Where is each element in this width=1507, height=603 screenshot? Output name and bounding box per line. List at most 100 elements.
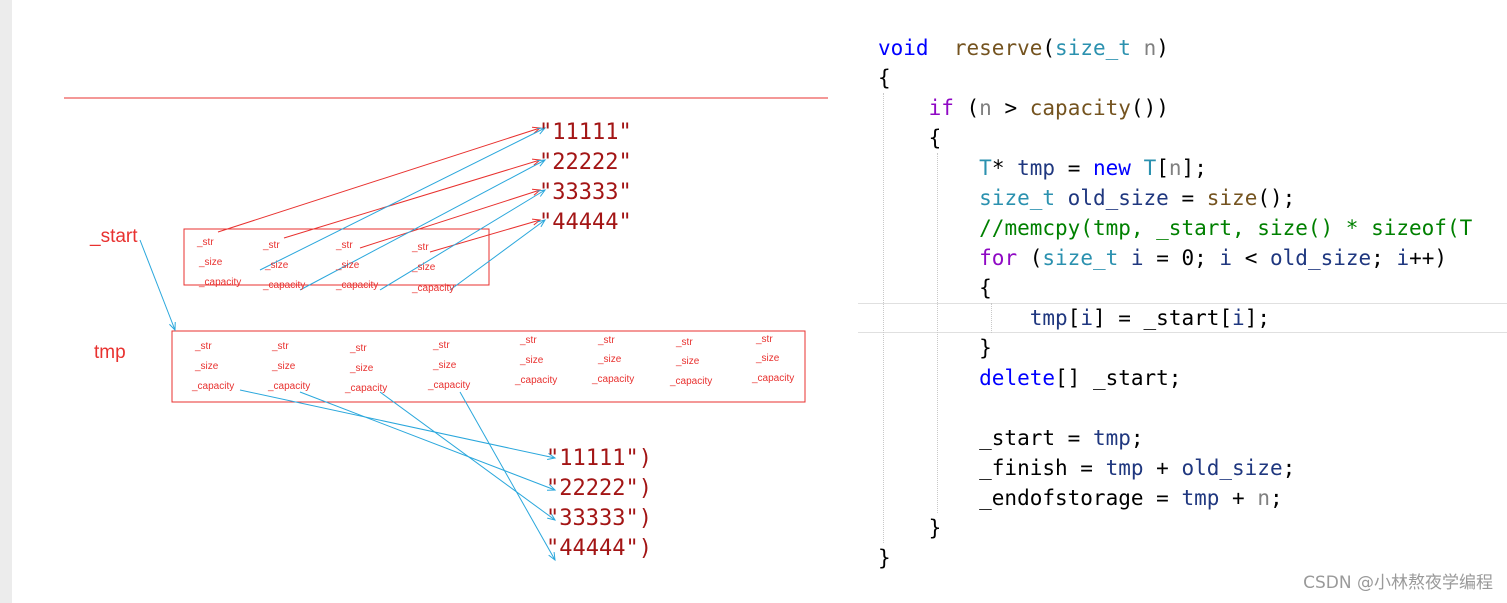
copy-arrows <box>139 127 557 562</box>
code-editor[interactable]: void reserve(size_t n){ if (n > capacity… <box>878 33 1472 573</box>
code-token: = <box>1055 156 1093 180</box>
code-token <box>878 366 979 390</box>
code-line: } <box>878 513 1472 543</box>
code-token: new <box>1092 156 1131 180</box>
old-string-2: "22222" <box>539 150 632 175</box>
code-line: delete[] _start; <box>878 363 1472 393</box>
code-token: //memcpy(tmp, _start, size() * sizeof(T <box>979 216 1473 240</box>
copy-arrow <box>239 389 556 459</box>
slot-str-field: _str <box>350 343 367 354</box>
slot-size-field: _size <box>598 354 622 365</box>
slot-size-field: _size <box>336 260 360 271</box>
slot-str-field: _str <box>598 335 615 346</box>
code-token: ] = _start[ <box>1092 306 1233 330</box>
code-token: ; <box>1130 426 1144 450</box>
code-line: { <box>878 63 1472 93</box>
pointer-arrow <box>429 219 541 253</box>
code-token: { <box>878 276 992 300</box>
slot-capacity-field: _capacity <box>268 381 311 392</box>
code-token: } <box>878 336 992 360</box>
code-token: ( <box>953 96 980 120</box>
code-token: tmp <box>1029 306 1068 330</box>
code-token: delete <box>979 366 1056 390</box>
left-gutter <box>0 0 12 603</box>
code-token: T <box>1143 156 1157 180</box>
code-token: old_size <box>1270 246 1372 270</box>
slot-size-field: _size <box>412 262 436 273</box>
old-string-3: "33333" <box>539 180 632 205</box>
code-token: size_t <box>1055 36 1131 60</box>
code-line: } <box>878 333 1472 363</box>
code-token <box>878 96 929 120</box>
code-token <box>878 156 979 180</box>
slot-capacity-field: _capacity <box>592 374 635 385</box>
tmp-array-box <box>171 330 806 403</box>
code-line: _finish = tmp + old_size; <box>878 453 1472 483</box>
code-token: _finish = <box>878 456 1106 480</box>
code-token: _endofstorage = <box>878 486 1182 510</box>
code-token: = 0; <box>1143 246 1220 270</box>
old-link-arrow <box>449 219 546 291</box>
code-token: (); <box>1257 186 1296 210</box>
pointer-arrow <box>217 127 541 233</box>
tmp-label: tmp <box>94 342 126 363</box>
code-token: [ <box>1067 306 1081 330</box>
slot-str-field: _str <box>433 340 450 351</box>
slot-str-field: _str <box>520 335 537 346</box>
current-line-highlight <box>858 303 1507 333</box>
slot-capacity-field: _capacity <box>670 376 713 387</box>
pointer-arrow-head <box>531 218 542 226</box>
slot-capacity-field: _capacity <box>192 381 235 392</box>
code-line: { <box>878 273 1472 303</box>
slot-capacity-field: _capacity <box>336 280 379 291</box>
slot-str-field: _str <box>197 237 214 248</box>
slot-size-field: _size <box>350 363 374 374</box>
code-token <box>1118 246 1131 270</box>
slot-capacity-field: _capacity <box>428 380 471 391</box>
indent-guide <box>937 153 938 513</box>
code-token: + <box>1143 456 1182 480</box>
code-token: size_t <box>979 186 1056 210</box>
code-token: } <box>878 516 942 540</box>
code-token <box>1055 186 1068 210</box>
code-line <box>878 393 1472 423</box>
code-token: n <box>1257 486 1270 510</box>
code-token: [ <box>1156 156 1169 180</box>
slot-size-field: _size <box>520 355 544 366</box>
copy-arrow <box>299 391 556 491</box>
code-token: i <box>1232 306 1245 330</box>
slot-str-field: _str <box>412 242 429 253</box>
pointer-arrow <box>283 159 541 239</box>
code-token <box>929 36 954 60</box>
slot-str-field: _str <box>272 341 289 352</box>
old-string-1: "11111" <box>539 120 632 145</box>
old-pointer-arrows <box>217 126 542 253</box>
code-line: void reserve(size_t n) <box>878 33 1472 63</box>
code-line: _endofstorage = tmp + n; <box>878 483 1472 513</box>
code-token: i <box>1080 306 1093 330</box>
slot-capacity-field: _capacity <box>345 383 388 394</box>
code-line: if (n > capacity()) <box>878 93 1472 123</box>
code-line: size_t old_size = size(); <box>878 183 1472 213</box>
code-token: ]; <box>1244 306 1270 330</box>
slot-str-field: _str <box>676 337 693 348</box>
slot-str-field: _str <box>756 334 773 345</box>
slot-size-field: _size <box>272 361 296 372</box>
copy-arrow-head <box>546 484 557 491</box>
code-token: tmp <box>1092 426 1131 450</box>
slot-size-field: _size <box>433 360 457 371</box>
code-token: tmp <box>1181 486 1220 510</box>
code-token: i <box>1219 246 1233 270</box>
code-token: i <box>1130 246 1144 270</box>
code-token: size_t <box>1042 246 1119 270</box>
code-token: T <box>979 156 992 180</box>
code-token: for <box>979 246 1018 270</box>
old-string-4: "44444" <box>539 210 632 235</box>
code-token: ; <box>1282 456 1296 480</box>
code-token: ; <box>1371 246 1397 270</box>
code-token <box>878 246 979 270</box>
new-string-4: "44444") <box>546 536 652 561</box>
diagram-canvas <box>64 97 828 562</box>
slot-str-field: _str <box>336 240 353 251</box>
start-to-tmp-arrow <box>139 239 176 331</box>
